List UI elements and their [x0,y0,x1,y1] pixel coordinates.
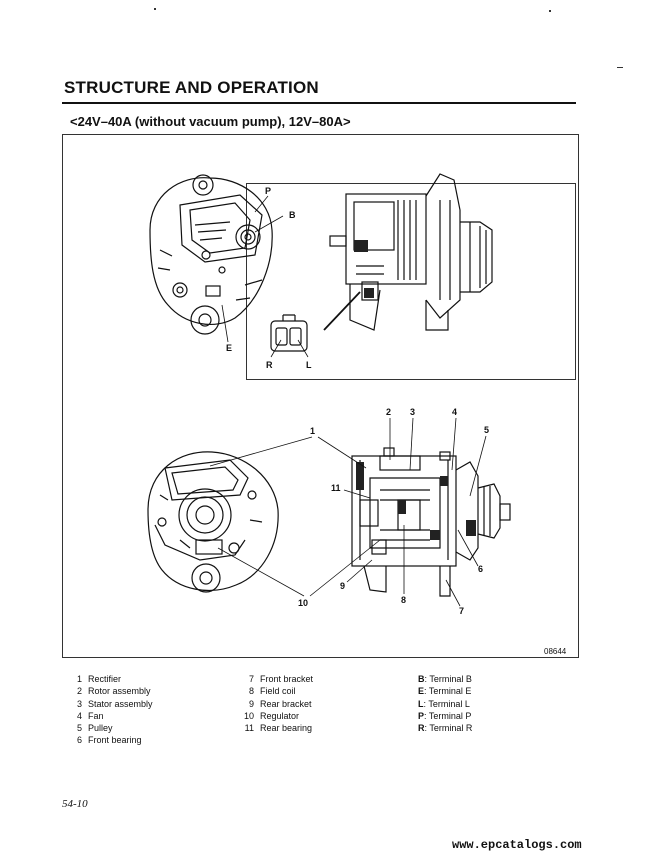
legend-terminal: L: Terminal L [418,698,470,709]
callout-6: 6 [478,564,484,574]
rear-view-bottom-drawing [147,451,279,593]
page-number: 54-10 [62,798,88,810]
scan-speck [617,67,623,68]
inset-box [246,183,576,380]
legend-column-3: B: Terminal B E: Terminal E L: Terminal … [418,673,472,734]
section-subtitle: <24V–40A (without vacuum pump), 12V–80A> [70,114,351,129]
callout-r: R [266,360,273,370]
legend-terminal: E: Terminal E [418,686,472,697]
legend-terminal: B: Terminal B [418,674,472,684]
scan-speck [549,10,551,12]
callout-3: 3 [410,407,416,417]
watermark-link[interactable]: www.epcatalogs.com [452,838,582,852]
section-title: STRUCTURE AND OPERATION [64,78,319,97]
cross-section-drawing [351,447,511,597]
callout-5: 5 [484,425,490,435]
callout-e: E [226,343,233,353]
side-view-drawing [329,173,493,331]
connector-drawing [270,291,361,352]
callout-10: 10 [298,598,309,608]
figure-frame [62,134,579,658]
callout-11: 11 [331,483,341,493]
figure-number: 08644 [544,647,567,656]
callout-b: B [289,210,296,220]
callout-8: 8 [401,595,407,605]
callout-9: 9 [340,581,346,591]
rear-view-drawing [149,174,273,335]
callout-4: 4 [452,407,458,417]
legend-terminal: R: Terminal R [418,723,473,734]
callout-1: 1 [310,426,316,436]
title-rule [62,102,576,104]
callout-7: 7 [459,606,465,616]
callout-2: 2 [386,407,392,417]
callout-p: P [265,186,272,196]
callout-l: L [306,360,312,370]
scan-speck [154,8,156,10]
legend-terminal: P: Terminal P [418,710,472,721]
